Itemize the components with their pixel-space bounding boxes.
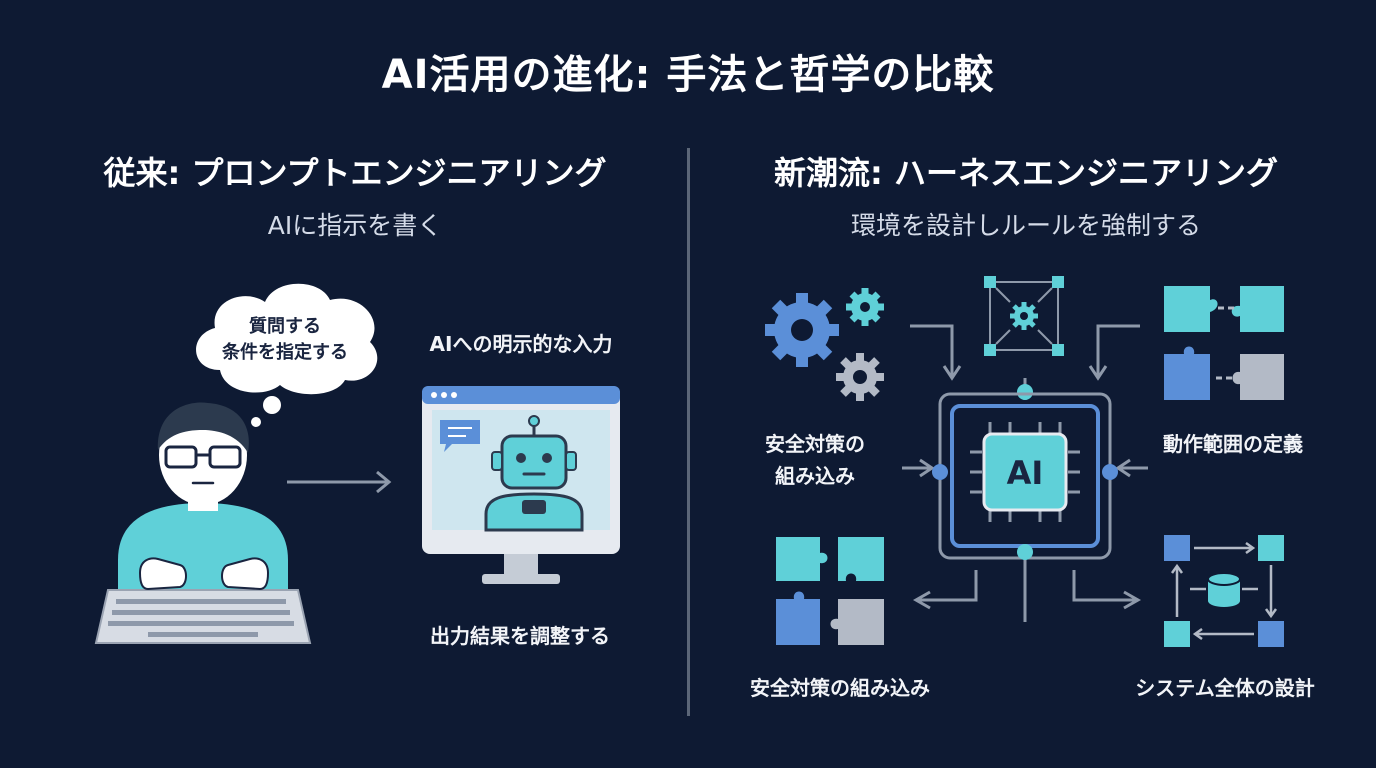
thought-line-1: 質問する [249,316,321,337]
right-heading: 新潮流: ハーネスエンジニアリング [774,154,1278,192]
system-label: システム全体の設計 [1135,676,1315,700]
person-icon [94,402,312,644]
safety-label: 安全対策の 組み込み [740,428,890,492]
thought-text: 質問する 条件を指定する [190,314,380,366]
arrow-right-icon [287,470,392,494]
right-subtitle: 環境を設計しルールを強制する [850,211,1201,240]
input-label: AIへの明示的な入力 [429,332,613,356]
framed-gear-icon [984,276,1064,356]
thought-line-2: 条件を指定する [222,342,348,363]
gears-icon [765,288,884,401]
safety-bottom-label: 安全対策の組み込み [750,676,930,700]
thought-cloud [196,283,378,427]
safety-line-2: 組み込み [775,464,855,488]
chip-label: AI [1006,454,1044,492]
left-subtitle: AIに指示を書く [267,211,443,240]
left-heading: 従来: プロンプトエンジニアリング [103,154,607,192]
scope-label: 動作範囲の定義 [1163,432,1303,456]
ai-chip-icon [932,378,1118,622]
puzzle-top-right-icon [1164,286,1284,400]
flow-diagram-icon [1164,535,1284,647]
puzzle-bottom-left-icon [776,537,884,645]
monitor-robot-icon [422,386,620,584]
page-title: AI活用の進化: 手法と哲学の比較 [381,52,995,98]
connector-arrows [902,324,1148,610]
output-label: 出力結果を調整する [430,624,610,648]
center-divider [687,148,690,716]
safety-line-1: 安全対策の [765,432,865,456]
